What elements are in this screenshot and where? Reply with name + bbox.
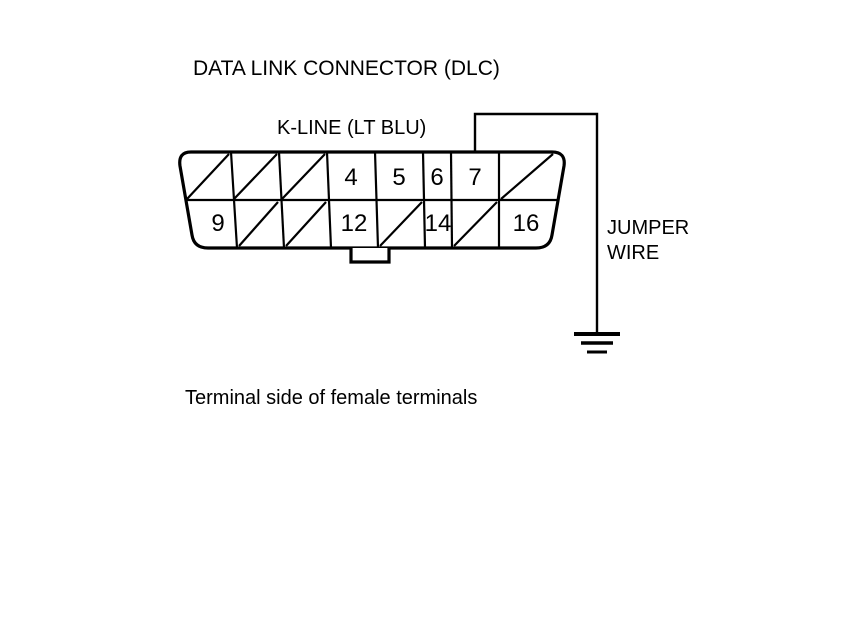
pin-slash-10 — [238, 201, 279, 247]
bottom-row-pin-numbers: 9 12 14 16 — [211, 210, 539, 237]
pin-slash-8 — [500, 153, 554, 200]
dlc-connector-body — [178, 150, 566, 250]
pin-label-12: 12 — [341, 210, 368, 237]
jumper-wire-path — [473, 112, 599, 333]
top-row-unused-pin-slashes — [186, 153, 554, 200]
top-row-pin-numbers: 4 5 6 7 — [344, 164, 481, 191]
jumper-wire-label: JUMPER WIRE — [607, 217, 689, 264]
pin-label-6: 6 — [430, 164, 443, 191]
kline-label: K-LINE (LT BLU) — [277, 117, 426, 139]
pin-slash-13 — [379, 201, 423, 247]
ground-symbol — [574, 332, 620, 354]
pin-label-4: 4 — [344, 164, 357, 191]
pin-label-14: 14 — [425, 210, 452, 237]
pin-label-5: 5 — [392, 164, 405, 191]
pin-slash-2 — [233, 153, 278, 200]
page-title: DATA LINK CONNECTOR (DLC) — [193, 57, 500, 80]
pin-slash-11 — [285, 201, 327, 247]
jumper-wire-label-line1: JUMPER — [607, 217, 689, 239]
bottom-row-unused-pin-slashes — [238, 201, 498, 247]
pin-label-7: 7 — [468, 164, 481, 191]
pin-slash-15 — [453, 201, 498, 247]
diagram-caption: Terminal side of female terminals — [185, 387, 477, 409]
pin-slash-3 — [281, 153, 326, 200]
pin-label-16: 16 — [513, 210, 540, 237]
jumper-wire-label-line2: WIRE — [607, 242, 659, 264]
pin-label-9: 9 — [211, 210, 224, 237]
pin-grid-lines — [186, 151, 558, 249]
pin-slash-1 — [186, 153, 230, 200]
connector-keying-tab — [349, 248, 391, 264]
